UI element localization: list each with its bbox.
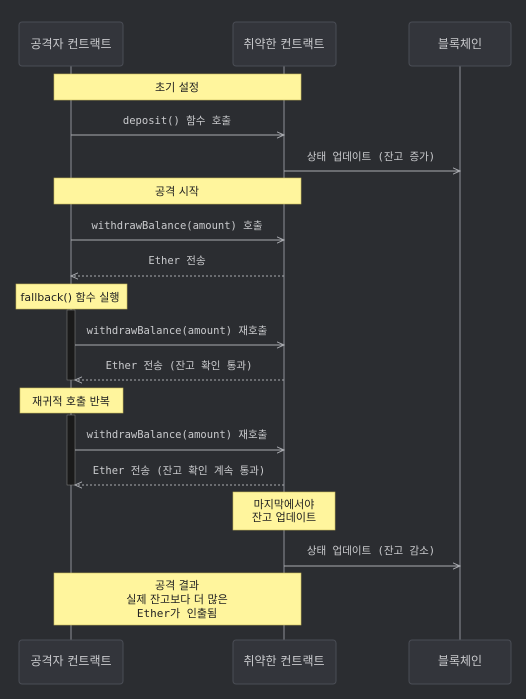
participant-vulnerable-top: 취약한 컨트랙트 [232,21,337,67]
note-text: 초기 설정 [155,81,199,94]
message-ether-send-check-continue: Ether 전송 (잔고 확인 계속 통과) [75,464,284,485]
note-attack-start: 공격 시작 [53,177,302,205]
participant-label: 블록체인 [438,37,482,51]
participant-label: 공격자 컨트랙트 [30,654,111,668]
participant-label: 취약한 컨트랙트 [243,653,324,668]
message-withdraw: withdrawBalance(amount) 호출 [71,220,284,240]
note-recursive: 재귀적 호출 반복 [19,387,124,414]
note-text: 공격 시작 [155,185,199,198]
participant-blockchain-top: 블록체인 [408,21,512,67]
message-state-decrease: 상태 업데이트 (잔고 감소) [284,544,460,566]
message-label: withdrawBalance(amount) 재호출 [87,325,268,337]
note-init: 초기 설정 [53,73,302,101]
participant-attacker-bottom: 공격자 컨트랙트 [18,639,124,685]
note-text: 재귀적 호출 반복 [32,395,110,408]
message-ether-send-check: Ether 전송 (잔고 확인 통과) [75,359,284,380]
message-deposit: deposit() 함수 호출 [71,115,284,135]
note-text-line: Ether가 인출됨 [137,607,217,620]
note-final-update: 마지막에서야 잔고 업데이트 [232,491,336,531]
message-state-increase: 상태 업데이트 (잔고 증가) [284,150,460,171]
participant-label: 공격자 컨트랙트 [30,37,111,51]
message-label: 상태 업데이트 (잔고 감소) [307,544,435,557]
participant-vulnerable-bottom: 취약한 컨트랙트 [232,639,337,685]
note-text-line: 잔고 업데이트 [252,511,316,524]
message-label: 상태 업데이트 (잔고 증가) [307,150,435,163]
message-label: deposit() 함수 호출 [123,115,232,127]
participant-label: 블록체인 [438,654,482,668]
message-withdraw-recall-2: withdrawBalance(amount) 재호출 [75,429,284,450]
message-withdraw-recall-1: withdrawBalance(amount) 재호출 [75,325,284,345]
message-label: withdrawBalance(amount) 재호출 [87,429,268,441]
note-text-line: 마지막에서야 [254,498,315,511]
message-label: Ether 전송 [148,255,206,267]
note-text-line: 공격 결과 [155,579,199,592]
message-label: withdrawBalance(amount) 호출 [91,220,262,232]
note-text-line: 실제 잔고보다 더 많은 [126,593,228,606]
message-label: Ether 전송 (잔고 확인 계속 통과) [93,464,265,477]
activation-bar [66,309,76,381]
note-fallback: fallback() 함수 실행 [15,283,128,310]
activation-bar [66,414,76,486]
participant-blockchain-bottom: 블록체인 [408,639,512,685]
message-ether-send: Ether 전송 [71,255,284,276]
participant-label: 취약한 컨트랙트 [243,36,324,51]
note-attack-result: 공격 결과 실제 잔고보다 더 많은 Ether가 인출됨 [53,572,302,626]
message-label: Ether 전송 (잔고 확인 통과) [106,359,253,372]
note-text: fallback() 함수 실행 [21,291,120,304]
participant-attacker-top: 공격자 컨트랙트 [18,21,124,67]
